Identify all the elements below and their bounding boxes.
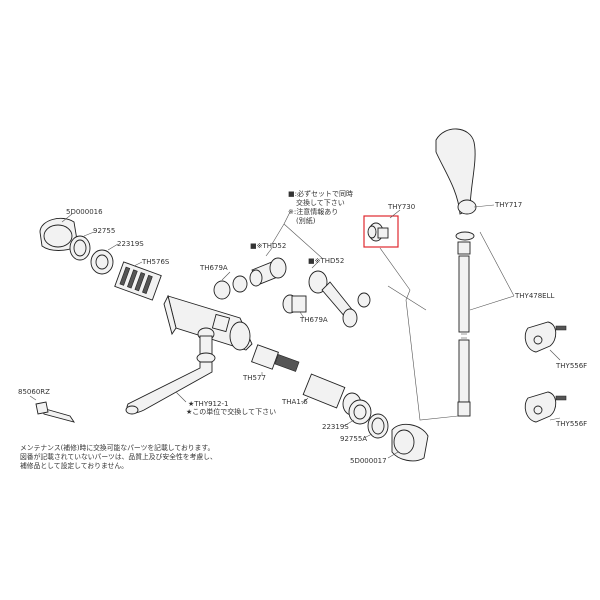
label-92755-top: 92755 <box>93 227 115 235</box>
hook-bottom <box>524 391 567 423</box>
footer-line-3: 補修品として設定しておりません。 <box>20 462 128 470</box>
ring-92755 <box>69 235 91 261</box>
cover-5d000017 <box>391 423 429 462</box>
ring-92755a <box>367 413 389 439</box>
shower-hose <box>455 231 475 417</box>
valve-body <box>163 294 253 355</box>
label-85060rz: 85060RZ <box>18 388 50 396</box>
label-tha1-6: THA1-6 <box>281 398 308 406</box>
nut-22319s-bottom <box>348 399 372 425</box>
footer-line-2: 図番が記載されていないパーツは、品質上及び安全性を考慮し、 <box>20 453 217 461</box>
label-th679a-left: TH679A <box>199 264 228 272</box>
label-thy717: THY717 <box>494 201 522 209</box>
label-thd52-right: ■※THD52 <box>308 257 344 265</box>
label-th679a-right: TH679A <box>299 316 328 324</box>
label-thy556f-bottom: THY556F <box>555 420 587 428</box>
union-thd52-left <box>249 257 287 287</box>
fitting-th679a-left <box>213 275 248 300</box>
hook-top <box>524 321 567 353</box>
label-thy730: THY730 <box>387 203 415 211</box>
label-5d000017: 5D000017 <box>350 457 387 465</box>
label-5d000016: 5D000016 <box>66 208 103 216</box>
set-note-line-4: (別紙) <box>296 217 316 225</box>
set-note-line-2: 交換して下さい <box>296 199 345 207</box>
highlight-box <box>363 215 399 248</box>
unit-note: ★この単位で交換して下さい <box>186 408 277 416</box>
footer-note: メンテナンス(補修)時に交換可能なパーツを記載しております。 図番が記載されてい… <box>20 444 217 471</box>
spout-thy912 <box>125 352 216 415</box>
label-thy556f-top: THY556F <box>555 362 587 370</box>
nut-22319s-top <box>90 249 114 275</box>
wrench-85060rz <box>35 401 76 423</box>
shower-head <box>435 128 495 215</box>
label-thy912: ★THY912-1 <box>188 400 228 408</box>
set-note-line-1: ■:必ずセットで同時 <box>288 190 353 198</box>
label-th576s: TH576S <box>141 258 170 266</box>
set-note-line-3: ※:注意情報あり <box>288 208 339 216</box>
set-note: ■:必ずセットで同時 交換して下さい ※:注意情報あり (別紙) <box>288 190 353 226</box>
cover-5d000016 <box>39 218 79 251</box>
label-th577: TH577 <box>242 374 266 382</box>
label-thd52-left: ■※THD52 <box>250 242 286 250</box>
cartridge-th576s <box>114 261 162 301</box>
elbow-adapter <box>367 222 389 242</box>
footer-line-1: メンテナンス(補修)時に交換可能なパーツを記載しております。 <box>20 444 215 452</box>
label-22319s-top: 22319S <box>117 240 144 248</box>
label-92755a: 92755A <box>340 435 367 443</box>
label-22319s-bottom: 22319S <box>322 423 349 431</box>
arm-thd52-right <box>308 270 371 328</box>
part-th577 <box>251 344 300 372</box>
label-thy478ell: THY478ELL <box>514 292 554 300</box>
fitting-th679a-right <box>282 294 307 314</box>
